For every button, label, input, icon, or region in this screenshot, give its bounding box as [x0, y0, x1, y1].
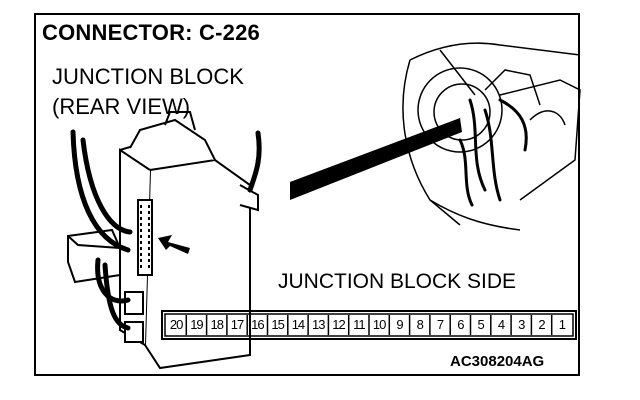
- pin-6: 6: [457, 317, 464, 332]
- pin-2: 2: [538, 317, 545, 332]
- figure-code: AC308204AG: [450, 353, 545, 370]
- pin-16: 16: [251, 317, 264, 332]
- junction-block-label: JUNCTION BLOCK: [52, 64, 244, 89]
- pin-13: 13: [312, 317, 325, 332]
- pin-14: 14: [291, 317, 305, 332]
- callout-cone: [290, 118, 462, 200]
- pin-18: 18: [210, 317, 224, 332]
- pin-3: 3: [518, 317, 525, 332]
- pin-19: 19: [190, 317, 203, 332]
- pin-10: 10: [372, 317, 386, 332]
- wiring-harness: [70, 129, 262, 331]
- pointer-arrow: [158, 235, 190, 254]
- pin-20: 20: [169, 317, 183, 332]
- pin-12: 12: [332, 317, 345, 332]
- pin-dividers: [185, 315, 553, 335]
- junction-block-drawing: [67, 111, 259, 370]
- connector-face: [161, 310, 577, 340]
- junction-block-side-label: JUNCTION BLOCK SIDE: [278, 270, 517, 293]
- pin-11: 11: [353, 317, 366, 332]
- pin-7: 7: [436, 317, 444, 332]
- pin-5: 5: [477, 317, 485, 332]
- pin-1: 1: [558, 317, 566, 332]
- pin-4: 4: [497, 317, 505, 332]
- connector-title: CONNECTOR: C-226: [42, 20, 260, 45]
- pin-9: 9: [396, 317, 403, 332]
- dashboard-harness: [458, 98, 528, 207]
- pin-17: 17: [230, 317, 244, 332]
- pin-15: 15: [271, 317, 284, 332]
- rear-view-label: (REAR VIEW): [52, 94, 191, 119]
- pin-8: 8: [416, 317, 424, 332]
